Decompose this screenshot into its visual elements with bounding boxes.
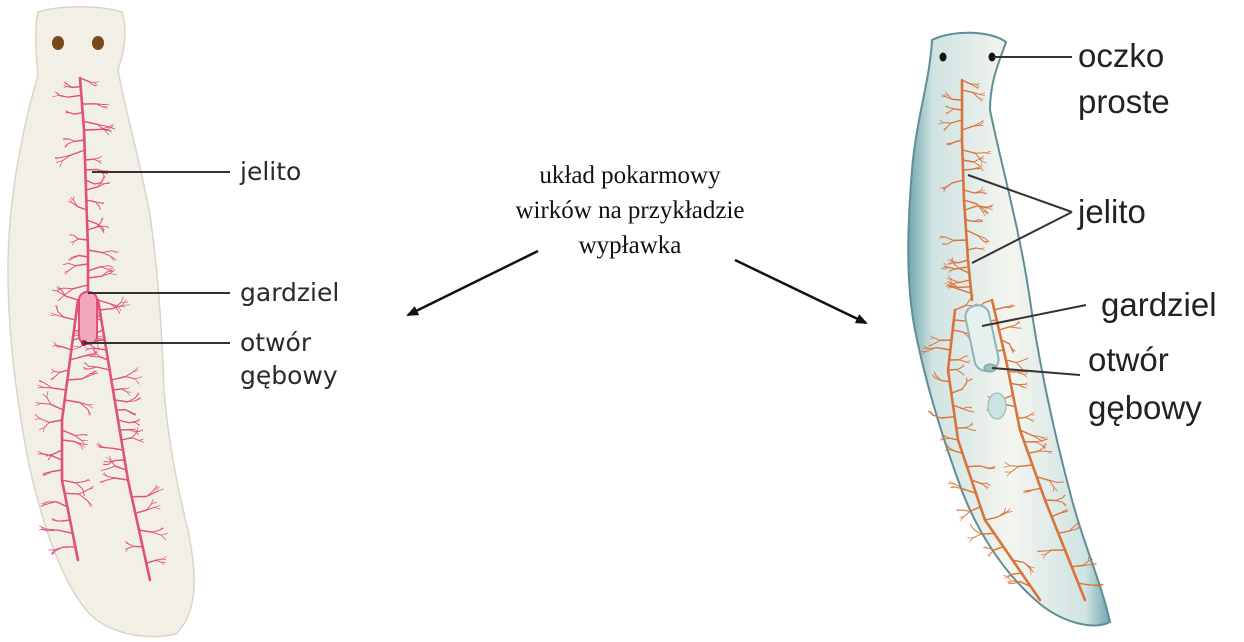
left-label-otwor-line1: otwór — [240, 328, 311, 358]
gut-branch — [1010, 466, 1019, 467]
left-flatworm — [8, 7, 194, 637]
gut-branch — [1013, 573, 1022, 574]
gut-branch — [954, 240, 967, 241]
left-label-gardziel: gardziel — [240, 278, 339, 308]
gut-branch — [962, 510, 970, 511]
gut-branch — [967, 466, 980, 467]
right-eye-left — [940, 53, 947, 62]
gut-branch — [63, 288, 73, 289]
right-label-oczko-line1: oczko — [1078, 36, 1164, 76]
arrow-to-right — [735, 260, 866, 323]
gut-branch — [63, 547, 76, 548]
gut-branch — [85, 159, 94, 160]
gut-branch — [981, 533, 994, 534]
gut-branch — [1004, 576, 1007, 578]
left-eye-left — [52, 36, 64, 50]
gut-branch — [97, 226, 104, 227]
right-label-gardziel: gardziel — [1101, 285, 1217, 325]
left-label-otwor-line2: gębowy — [240, 361, 338, 391]
gut-branch — [65, 493, 80, 494]
gut-branch — [1045, 500, 1055, 501]
right-posterior-structure — [988, 393, 1006, 419]
gut-branch — [1004, 576, 1008, 577]
gut-branch — [85, 169, 96, 170]
caption-line-3: wypławka — [470, 228, 790, 263]
gut-branch — [964, 511, 970, 516]
gut-branch — [952, 99, 962, 100]
gut-branch — [974, 193, 981, 194]
caption-line-2: wirków na przykładzie — [470, 193, 790, 228]
gut-branch — [1008, 578, 1013, 581]
gut-branch — [115, 460, 125, 461]
gut-branch — [1007, 581, 1012, 582]
gut-branch — [956, 428, 965, 429]
left-pharynx — [79, 292, 97, 344]
left-eye-right — [92, 36, 104, 50]
gut-branch — [973, 534, 981, 538]
gut-branch — [970, 524, 974, 529]
diagram-caption: układ pokarmowy wirków na przykładzie wy… — [470, 158, 790, 263]
caption-line-1: układ pokarmowy — [470, 158, 790, 193]
right-label-oczko-line2: proste — [1078, 82, 1170, 122]
gut-branch — [954, 320, 965, 321]
gut-branch — [72, 87, 81, 88]
gut-branch — [958, 287, 970, 288]
gut-branch — [970, 84, 976, 85]
gut-branch — [1018, 417, 1026, 418]
gut-branch — [970, 538, 973, 542]
left-label-jelito: jelito — [240, 157, 301, 187]
right-label-otwor-line1: otwór — [1088, 340, 1169, 380]
gut-branch — [963, 169, 971, 170]
gut-branch — [84, 130, 99, 131]
gut-branch — [96, 104, 104, 105]
right-label-jelito: jelito — [1078, 192, 1146, 232]
right-label-otwor-line2: gębowy — [1088, 388, 1202, 428]
